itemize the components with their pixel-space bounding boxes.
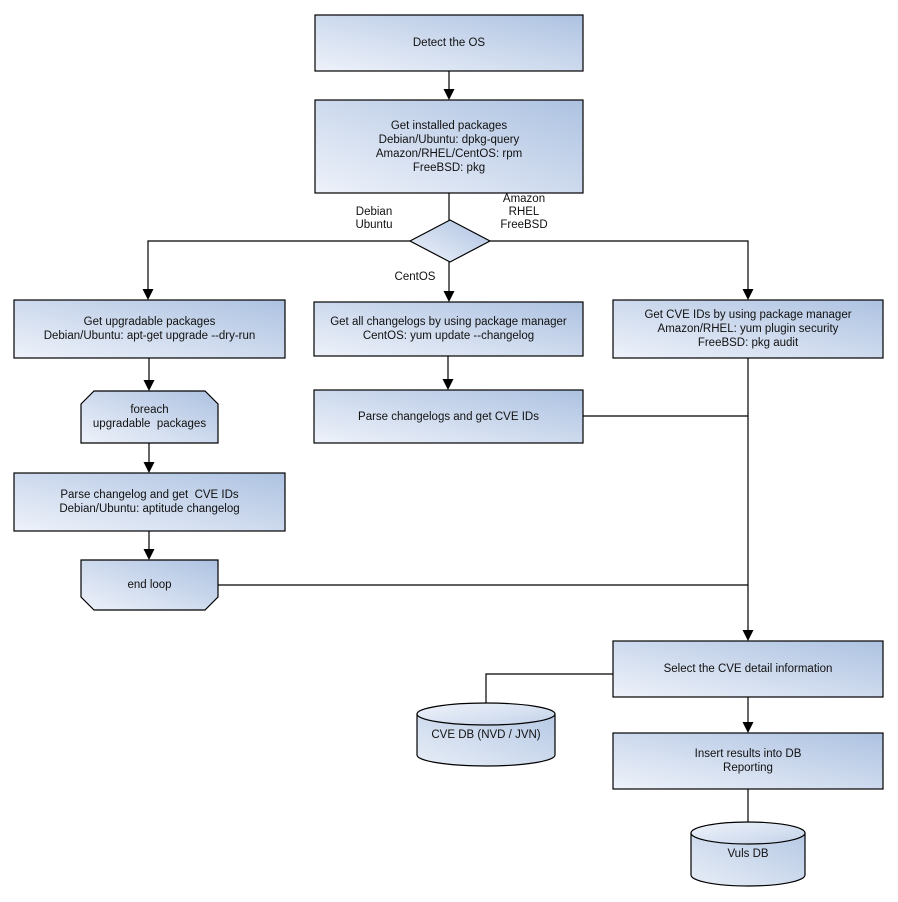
edge-label-debian-ubuntu: Debian Ubuntu <box>355 206 393 231</box>
flow-connectors <box>147 71 749 823</box>
arrowhead <box>742 289 754 300</box>
arrowhead <box>143 462 155 473</box>
insert-results-box <box>612 732 884 790</box>
foreach-loop-shape <box>80 390 219 444</box>
arrowhead <box>142 289 154 300</box>
edge-label-centos: CentOS <box>394 271 436 283</box>
database-shapes <box>416 702 806 887</box>
get-all-changelogs-box <box>313 301 584 357</box>
get-installed-packages-box <box>314 99 584 194</box>
arrowhead <box>143 549 155 560</box>
vuls-db-cylinder-top <box>690 821 806 845</box>
edge-label-amazon-rhel-freebsd: Amazon RHEL FreeBSD <box>500 193 548 231</box>
arrowheads <box>142 89 754 733</box>
end-loop-shape <box>80 559 219 611</box>
cve-db-cylinder-top <box>416 702 556 726</box>
parse-changelog-debian-box <box>13 472 286 532</box>
arrowhead <box>442 379 454 390</box>
vuls-db-cylinder <box>690 833 806 887</box>
get-upgradable-packages-box <box>13 299 286 359</box>
node-shapes <box>13 14 884 790</box>
get-cve-ids-box <box>612 299 884 359</box>
arrowhead <box>143 380 155 391</box>
select-cve-detail-box <box>612 640 884 698</box>
parse-changelogs-box <box>313 389 584 444</box>
arrowhead <box>742 630 754 641</box>
arrowhead <box>742 722 754 733</box>
os-decision-diamond <box>408 219 492 263</box>
arrowhead <box>443 89 455 100</box>
cve-db-cylinder <box>416 714 556 767</box>
arrowhead <box>443 291 455 302</box>
detect-os-box <box>314 14 584 72</box>
